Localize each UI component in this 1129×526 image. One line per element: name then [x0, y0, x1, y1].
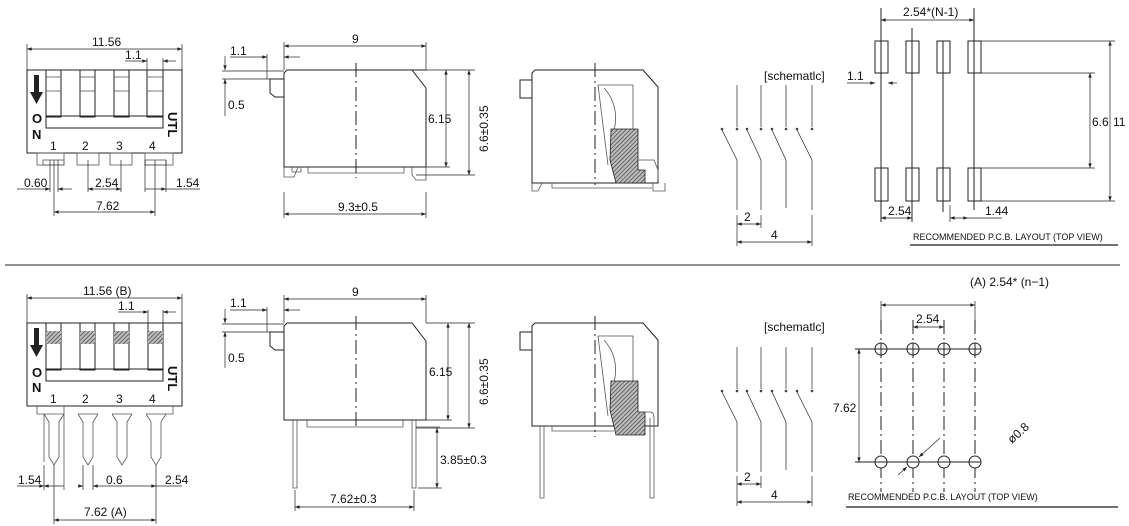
dim-bottom: 7.62 (A)	[84, 505, 127, 519]
dim-pin-length: 3.85±0.3	[440, 453, 487, 467]
pcb-pads	[874, 8, 982, 222]
dim-pitch: 2.54	[888, 204, 912, 218]
dim-height: 6.15	[429, 365, 453, 379]
dim-height-total: 6.6±0.35	[477, 105, 491, 152]
dim-right: 2.54	[165, 473, 189, 487]
switch-number: 1	[50, 392, 57, 406]
dim-span: (A) 2.54* (n−1)	[970, 275, 1049, 289]
dim-span: 2.54*(N-1)	[903, 5, 958, 19]
dim-width: 9	[352, 32, 359, 46]
switch-number: 2	[82, 392, 89, 406]
dim-pitch: 2	[744, 470, 751, 484]
dim-height: 6.15	[428, 112, 452, 126]
dim-pin-span: 7.62±0.3	[330, 492, 377, 506]
bottom-section-view	[519, 316, 659, 499]
dim-pitch-small: 1.1	[125, 48, 142, 62]
switch-body	[26, 322, 183, 407]
top-front-view: O N UTL 1 2 3 4 11.56 1.1 0.60 2.54 1.54…	[17, 35, 200, 216]
dim-mid: 0.6	[106, 473, 123, 487]
top-pcb-layout: 2.54*(N-1) 1.1 6.6 11 2.54 1.44 RECOMMEN…	[847, 5, 1126, 246]
dim-height-total: 6.6±0.35	[477, 358, 491, 405]
dim-pitch: 2	[744, 210, 751, 224]
switch-symbols	[721, 347, 813, 506]
dim-small: 1.1	[230, 296, 247, 310]
switch-number: 2	[82, 139, 89, 153]
on-label-o: O	[32, 111, 42, 126]
dim-height-small: 0.5	[228, 351, 245, 365]
dim-pad-gap: 1.44	[985, 204, 1009, 218]
switch-number: 3	[116, 139, 123, 153]
dim-width: 9	[352, 285, 359, 299]
brand-logo: UTL	[165, 366, 180, 391]
dim-total: 4	[771, 488, 778, 502]
arrow-down-icon	[30, 75, 43, 104]
dim-row-spacing: 7.62	[833, 401, 857, 415]
dim-total: 4	[771, 228, 778, 242]
switch-number: 3	[116, 392, 123, 406]
top-side-view: 9 1.1 0.5 6.15 6.6±0.35 9.3±0.5	[222, 32, 491, 218]
switch-number: 1	[50, 139, 57, 153]
pcb-holes	[855, 320, 982, 492]
dim-left: 1.54	[18, 473, 42, 487]
dim-pitch: 2.54	[916, 312, 940, 326]
bottom-front-view: O N UTL 1 2 3 4 11.56 (B) 1.1 1.54 0.6 2…	[17, 284, 189, 524]
top-section-view	[519, 63, 666, 192]
dim-bottom: 7.62	[96, 199, 120, 213]
schematic-title: [schematlc]	[764, 320, 825, 334]
dim-outer: 11	[1113, 115, 1126, 129]
top-schematic: [schematlc] 2 4	[720, 69, 825, 246]
dim-width: 11.56	[92, 35, 121, 49]
on-label-n: N	[32, 127, 41, 142]
bottom-side-view: 9 1.1 0.5 6.15 6.6±0.35 3.85±0.3 7.62±0.…	[222, 285, 491, 511]
dim-inner: 6.6	[1092, 115, 1109, 129]
smd-feet	[36, 152, 174, 166]
bottom-schematic: [schematlc] 2 4	[720, 320, 825, 506]
pcb-caption: RECOMMENDED P.C.B. LAYOUT (TOP VIEW)	[848, 492, 1038, 502]
switch-symbols	[721, 85, 813, 246]
through-hole-pins	[36, 406, 174, 490]
dim-foot-span: 9.3±0.5	[338, 200, 378, 214]
switch-body	[26, 69, 183, 154]
switch-number: 4	[149, 139, 156, 153]
dim-pitch-small: 1.1	[118, 299, 135, 313]
on-label-o: O	[32, 365, 42, 380]
switch-slots	[45, 69, 164, 129]
dim-mid: 2.54	[95, 176, 119, 190]
dim-pad-width: 1.1	[847, 69, 864, 83]
dim-width: 11.56 (B)	[83, 284, 131, 298]
switch-number: 4	[149, 392, 156, 406]
switch-slots	[45, 322, 164, 382]
pcb-caption: RECOMMENDED P.C.B. LAYOUT (TOP VIEW)	[913, 232, 1103, 242]
on-label-n: N	[32, 380, 41, 395]
schematic-title: [schematlc]	[764, 69, 825, 83]
dim-left: 0.60	[24, 176, 48, 190]
brand-logo: UTL	[165, 112, 180, 137]
dim-height-small: 0.5	[228, 98, 245, 112]
dim-small: 1.1	[230, 44, 247, 58]
dim-hole-diameter: ø0.8	[1005, 420, 1032, 447]
dim-right: 1.54	[176, 176, 200, 190]
arrow-down-icon	[30, 328, 43, 357]
bottom-pcb-layout: (A) 2.54* (n−1) 2.54 7.62 ø0.8 RECOMMEND…	[833, 275, 1118, 508]
